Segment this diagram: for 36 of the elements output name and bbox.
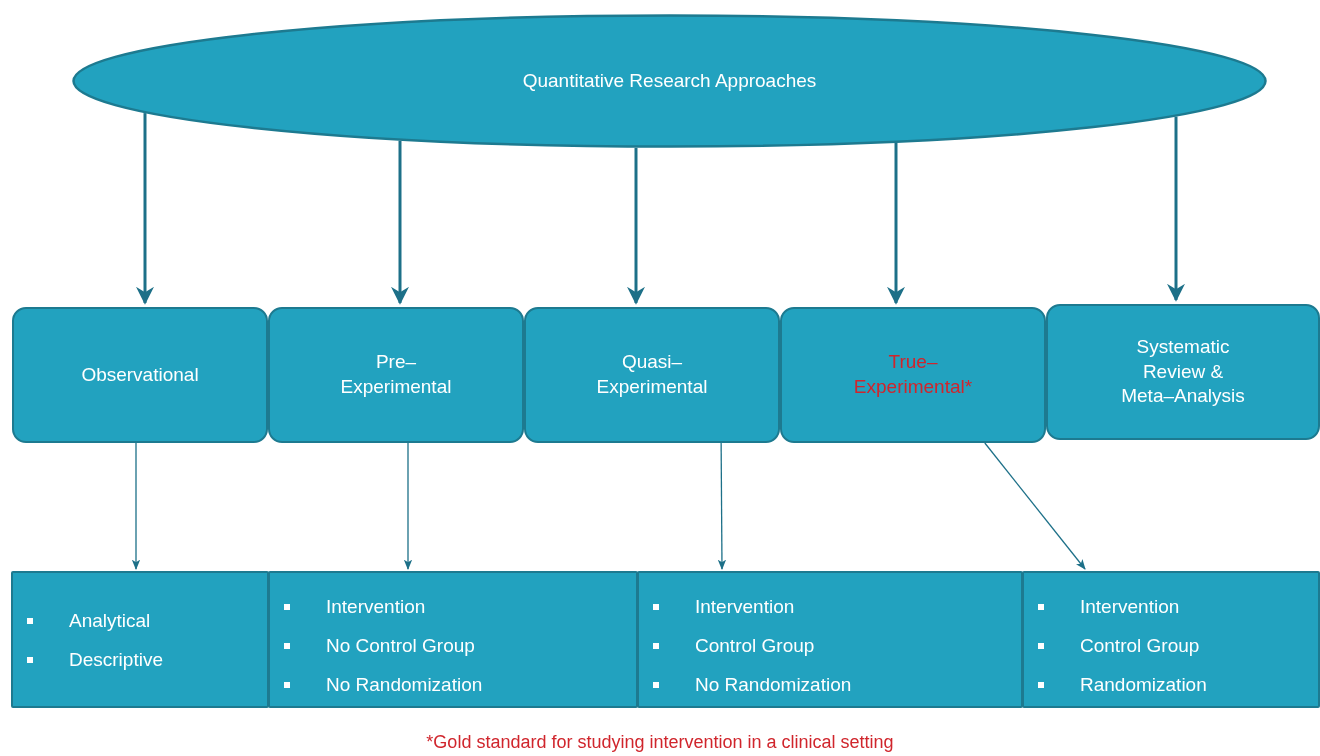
footnote: *Gold standard for studying intervention in a clinical setting: [426, 732, 894, 752]
category-label: Systematic Review & Meta–Analysis: [1120, 334, 1246, 409]
arrow: [136, 113, 154, 305]
arrow: [984, 442, 1086, 570]
list-item: Intervention: [1080, 595, 1180, 618]
list-item: Analytical: [69, 609, 151, 632]
category-label: Quasi– Experimental: [595, 350, 709, 399]
category-box: [524, 307, 780, 443]
arrow: [627, 147, 645, 305]
characteristics-box: [11, 571, 269, 708]
category-label: Pre– Experimental: [339, 350, 453, 399]
list-item: No Control Group: [326, 634, 475, 657]
list-item: No Randomization: [326, 673, 483, 696]
node-title: Quantitative Research Approaches: [522, 68, 817, 93]
arrow: [717, 442, 727, 571]
list-item: No Randomization: [695, 673, 852, 696]
list-item: Descriptive: [69, 648, 163, 671]
category-box: [268, 307, 524, 443]
characteristics-box: [1022, 571, 1320, 708]
list-item: Intervention: [326, 595, 426, 618]
list-item: Intervention: [695, 595, 795, 618]
arrow: [403, 442, 413, 571]
category-label: True– Experimental*: [852, 350, 974, 399]
category-box: [780, 307, 1046, 443]
list-item: Randomization: [1080, 673, 1207, 696]
characteristics-box: [268, 571, 638, 708]
arrow: [887, 143, 905, 305]
list-item: Control Group: [1080, 634, 1200, 657]
category-box: [12, 307, 268, 443]
category-label: Observational: [81, 362, 199, 387]
arrow: [1167, 116, 1185, 302]
arrow: [391, 140, 409, 305]
category-box: [1046, 304, 1320, 440]
list-item: Control Group: [695, 634, 815, 657]
arrow: [131, 442, 141, 571]
characteristics-box: [637, 571, 1023, 708]
